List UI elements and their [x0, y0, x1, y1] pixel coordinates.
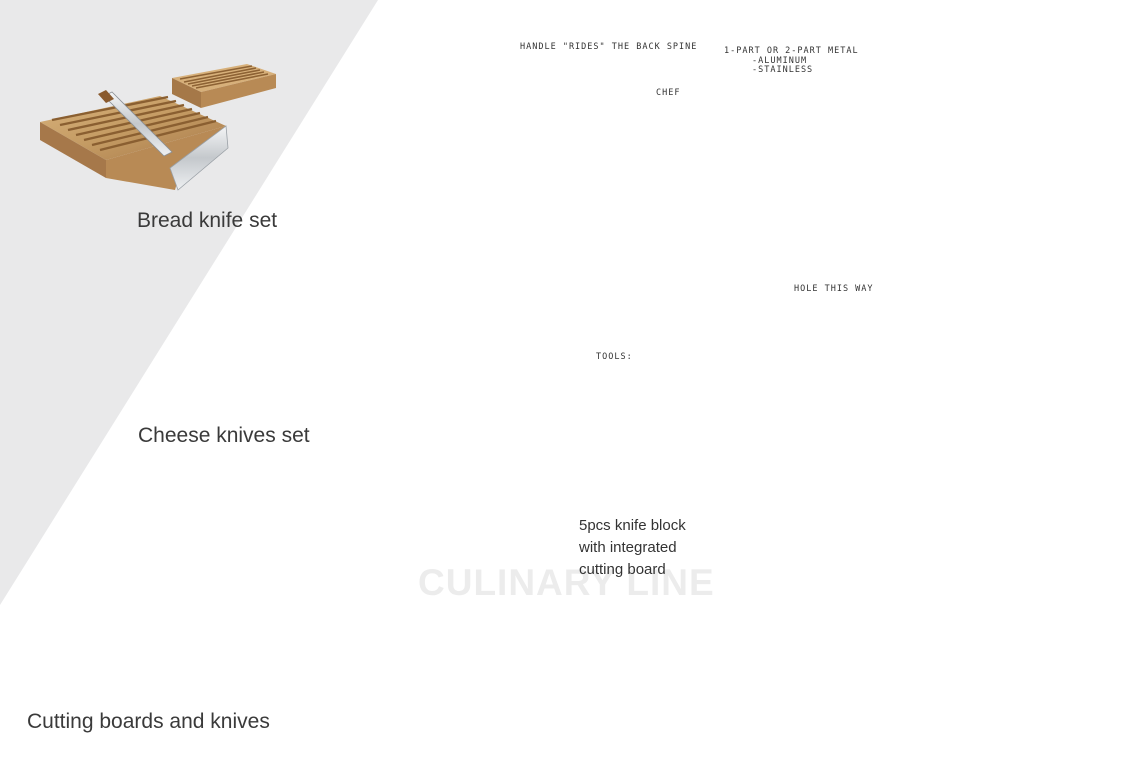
brand-caption: Cutting boards and knives [27, 710, 270, 733]
sketch-note-chef: CHEF [656, 88, 681, 98]
sketch-note-stainless: -STAINLESS [752, 65, 814, 75]
knife-block-description-line-1: 5pcs knife block [579, 517, 686, 534]
sketch-note-metal: 1-PART OR 2-PART METAL [724, 46, 859, 56]
knife-block-description-line-3: cutting board [579, 561, 666, 578]
sketch-note-tools: TOOLS: [596, 352, 633, 362]
bread-knife-set-caption: Bread knife set [137, 209, 278, 232]
bread-knife-set-image [40, 64, 276, 191]
knife-block-description: 5pcs knife block with integrated cutting… [579, 515, 686, 581]
sketch-note-aluminum: -ALUMINUM [752, 56, 808, 66]
sketch-note-handle: HANDLE "RIDES" THE BACK SPINE [520, 42, 698, 52]
sketch-note-hole: HOLE THIS WAY [794, 284, 874, 294]
knife-block-description-line-2: with integrated [579, 539, 677, 556]
cheese-knives-set-caption: Cheese knives set [138, 424, 310, 447]
culinary-line-watermark: CULINARY LINE [418, 562, 715, 603]
